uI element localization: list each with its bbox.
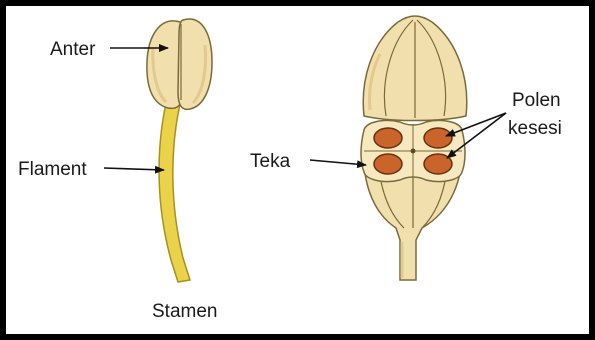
stamen-illustration	[147, 19, 212, 282]
pollen-sac-shape	[424, 128, 452, 148]
pollen-sac-shape	[374, 154, 402, 174]
filament-label: Flament	[18, 159, 87, 180]
anther-top-shape	[363, 16, 467, 121]
pollen-sac-label-line2: kesesi	[508, 118, 562, 139]
cross-section-face	[361, 120, 465, 181]
anther-label: Anter	[50, 39, 96, 60]
stamen-label: Stamen	[152, 301, 217, 322]
anther-cross-section	[361, 16, 467, 280]
theca-pointer-arrow	[310, 160, 366, 165]
filament-shape	[159, 103, 190, 282]
theca-label: Teka	[250, 151, 291, 172]
pollen-sac-shape	[374, 128, 402, 148]
filament-pointer-arrow	[104, 168, 164, 170]
pollen-sac-label-line1: Polen	[512, 90, 561, 111]
anther-shape	[147, 19, 212, 109]
